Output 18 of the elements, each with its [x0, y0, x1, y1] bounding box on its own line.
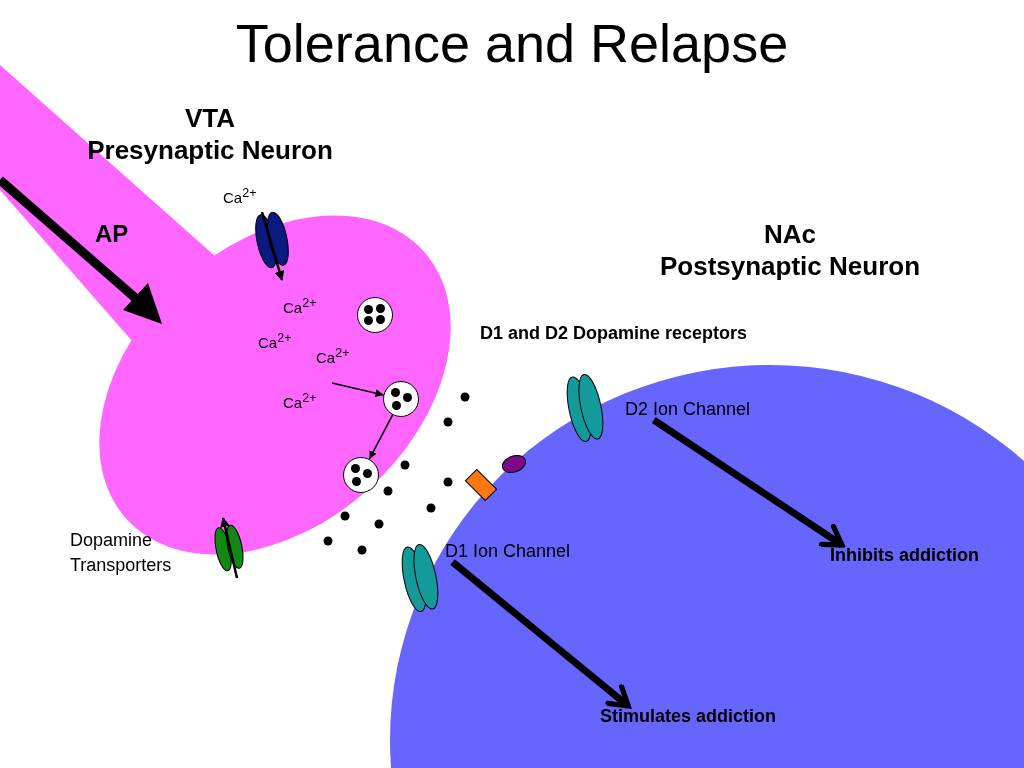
- arrow: [331, 382, 385, 397]
- effect-label: Inhibits addiction: [830, 545, 979, 566]
- arrow: [368, 414, 394, 460]
- ion-label: Ca$^{2+}$: [258, 331, 292, 351]
- ion-label: Ca$^{2+}$: [316, 346, 350, 366]
- neuron-heading: NAc Postsynaptic Neuron: [658, 218, 922, 282]
- ion-label: Ca$^{2+}$: [283, 391, 317, 411]
- effect-label: Stimulates addiction: [600, 706, 777, 727]
- channel-label: D1 Ion Channel: [445, 541, 571, 562]
- ion-label: Ca$^{2+}$: [283, 296, 317, 316]
- transporter-label: Dopamine Transporters: [70, 529, 173, 577]
- channel-label: D2 Ion Channel: [625, 399, 751, 420]
- signal-label: AP: [95, 220, 129, 248]
- receptor-label: D1 and D2 Dopamine receptors: [480, 323, 748, 344]
- ion-label: Ca$^{2+}$: [223, 186, 257, 206]
- arrow: [450, 559, 631, 709]
- arrow: [651, 417, 845, 548]
- title: Tolerance and Relapse: [234, 12, 790, 74]
